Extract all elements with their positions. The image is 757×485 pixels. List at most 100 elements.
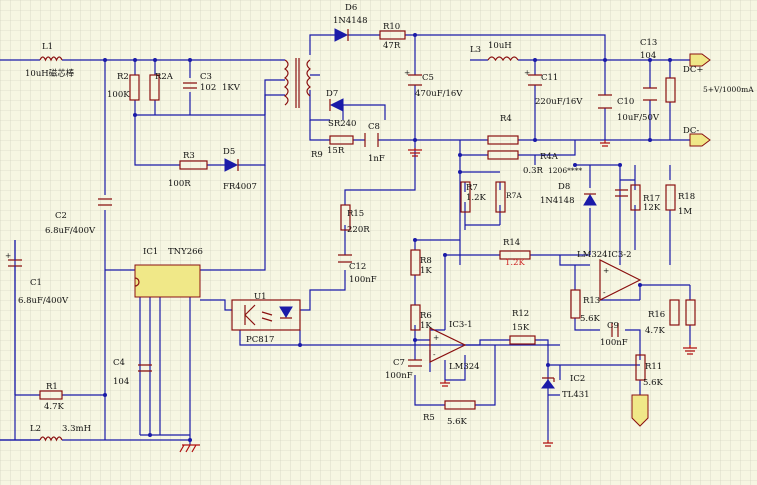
value-C2: 6.8uF/400V <box>45 226 96 236</box>
capacitor-C2 <box>98 198 112 206</box>
label-C1: C1 <box>30 278 42 288</box>
value-D7: SR240 <box>328 119 356 129</box>
label-C10: C10 <box>617 97 634 107</box>
label-C13: C13 <box>640 38 657 48</box>
value-C8: 1nF <box>368 154 385 164</box>
label-dc-minus: DC- <box>683 126 699 136</box>
label-L3: L3 <box>470 45 481 55</box>
diode-icon <box>224 158 239 172</box>
capacitor-C4 <box>138 364 152 372</box>
svg-text:-: - <box>603 288 606 297</box>
label-C7: C7 <box>393 358 405 368</box>
diode-icon <box>334 28 349 42</box>
label-R1: R1 <box>46 382 58 392</box>
value-IC1: TNY266 <box>168 247 203 257</box>
label-IC1: IC1 <box>143 247 158 257</box>
opamp-icon: +- <box>599 259 642 301</box>
ground-icon <box>179 444 200 453</box>
label-R4A: R4A <box>540 152 559 162</box>
label-R2A: R2A <box>155 72 174 82</box>
svg-text:-: - <box>433 350 436 359</box>
label-R7: R7 <box>466 183 478 193</box>
value-R14: 1.2K <box>505 258 526 268</box>
label-R5: R5 <box>423 413 435 423</box>
value-L1: 10uH磁芯棒 <box>25 68 75 79</box>
value-R1: 4.7K <box>44 402 65 412</box>
value-R6: 1K <box>420 321 432 331</box>
label-R14: R14 <box>503 238 520 248</box>
value-R10: 47R <box>383 41 401 51</box>
label-R11: R11 <box>645 362 662 372</box>
value-C4: 104 <box>113 377 129 387</box>
value-R3: 100R <box>168 179 191 189</box>
resistor-R6 <box>410 304 421 331</box>
value-R8: 1K <box>420 266 432 276</box>
label-R3: R3 <box>183 151 195 161</box>
ic-IC1 <box>134 264 201 298</box>
value-R2: 100K <box>107 90 130 100</box>
junction-dots <box>103 33 672 442</box>
diode-icon <box>329 98 344 112</box>
label-C8: C8 <box>368 122 380 132</box>
label-R10: R10 <box>383 22 400 32</box>
value-C7: 100nF <box>385 371 413 381</box>
resistor-R1 <box>39 390 63 400</box>
capacitor-C8 <box>364 133 379 147</box>
resistor-R12 <box>509 335 536 345</box>
resistor-R10 <box>379 30 406 40</box>
resistor-R9 <box>329 135 354 145</box>
value-IC3-2: LM324 <box>577 250 608 260</box>
value-C5: 470uF/16V <box>415 89 463 99</box>
label-R13: R13 <box>583 296 600 306</box>
value-R18: 1M <box>678 207 692 217</box>
label-C5: C5 <box>422 73 434 83</box>
transformer-icon <box>283 58 312 108</box>
rating-C3: 1KV <box>222 83 241 93</box>
resistor-R2A <box>149 74 160 101</box>
label-L1: L1 <box>42 42 53 52</box>
ground-icon <box>683 345 697 355</box>
capacitor-C9 <box>611 323 619 337</box>
ground-icon <box>543 440 553 447</box>
value-R15: 220R <box>347 225 370 235</box>
value-U1: PC817 <box>246 335 274 345</box>
connector-icon <box>689 53 711 67</box>
label-IC2: IC2 <box>570 374 585 384</box>
label-R17: R17 <box>643 194 660 204</box>
capacitor-C12 <box>338 254 352 263</box>
label-R16: R16 <box>648 310 665 320</box>
value-D8: 1N4148 <box>540 196 574 206</box>
label-R12: R12 <box>512 309 529 319</box>
value-C10: 10uF/50V <box>617 113 660 123</box>
svg-text:+: + <box>404 68 410 77</box>
components: + + + <box>5 28 711 453</box>
value-C9: 100nF <box>600 338 628 348</box>
label-C12: C12 <box>349 262 366 272</box>
capacitor-C11: + <box>524 68 542 86</box>
value-R13: 5.6K <box>580 314 601 324</box>
label-C4: C4 <box>113 358 125 368</box>
svg-text:+: + <box>603 266 609 275</box>
value-R5: 5.6K <box>447 417 468 427</box>
capacitor-R17-bypass <box>615 189 628 197</box>
label-L2: L2 <box>30 424 41 434</box>
value-R17: 12K <box>643 203 661 213</box>
resistor-R18 <box>665 184 676 211</box>
resistor-R15 <box>340 204 351 231</box>
resistor-R4A <box>487 150 519 160</box>
value-R7: 1.2K <box>466 193 487 203</box>
svg-text:+: + <box>433 333 439 342</box>
resistor-R14 <box>499 250 531 260</box>
package-R4: 1206**** <box>548 166 582 175</box>
value-R12: 15K <box>512 323 530 333</box>
inductor-L2 <box>39 436 63 442</box>
capacitor-C5: + <box>404 68 422 86</box>
connector-icon <box>631 394 649 427</box>
value-L3: 10uH <box>488 41 512 51</box>
label-D7: D7 <box>326 89 338 99</box>
resistor-R16 <box>685 299 696 326</box>
resistor-R11 <box>635 354 646 381</box>
label-U1: U1 <box>254 292 267 302</box>
capacitor-C13 <box>643 87 657 101</box>
